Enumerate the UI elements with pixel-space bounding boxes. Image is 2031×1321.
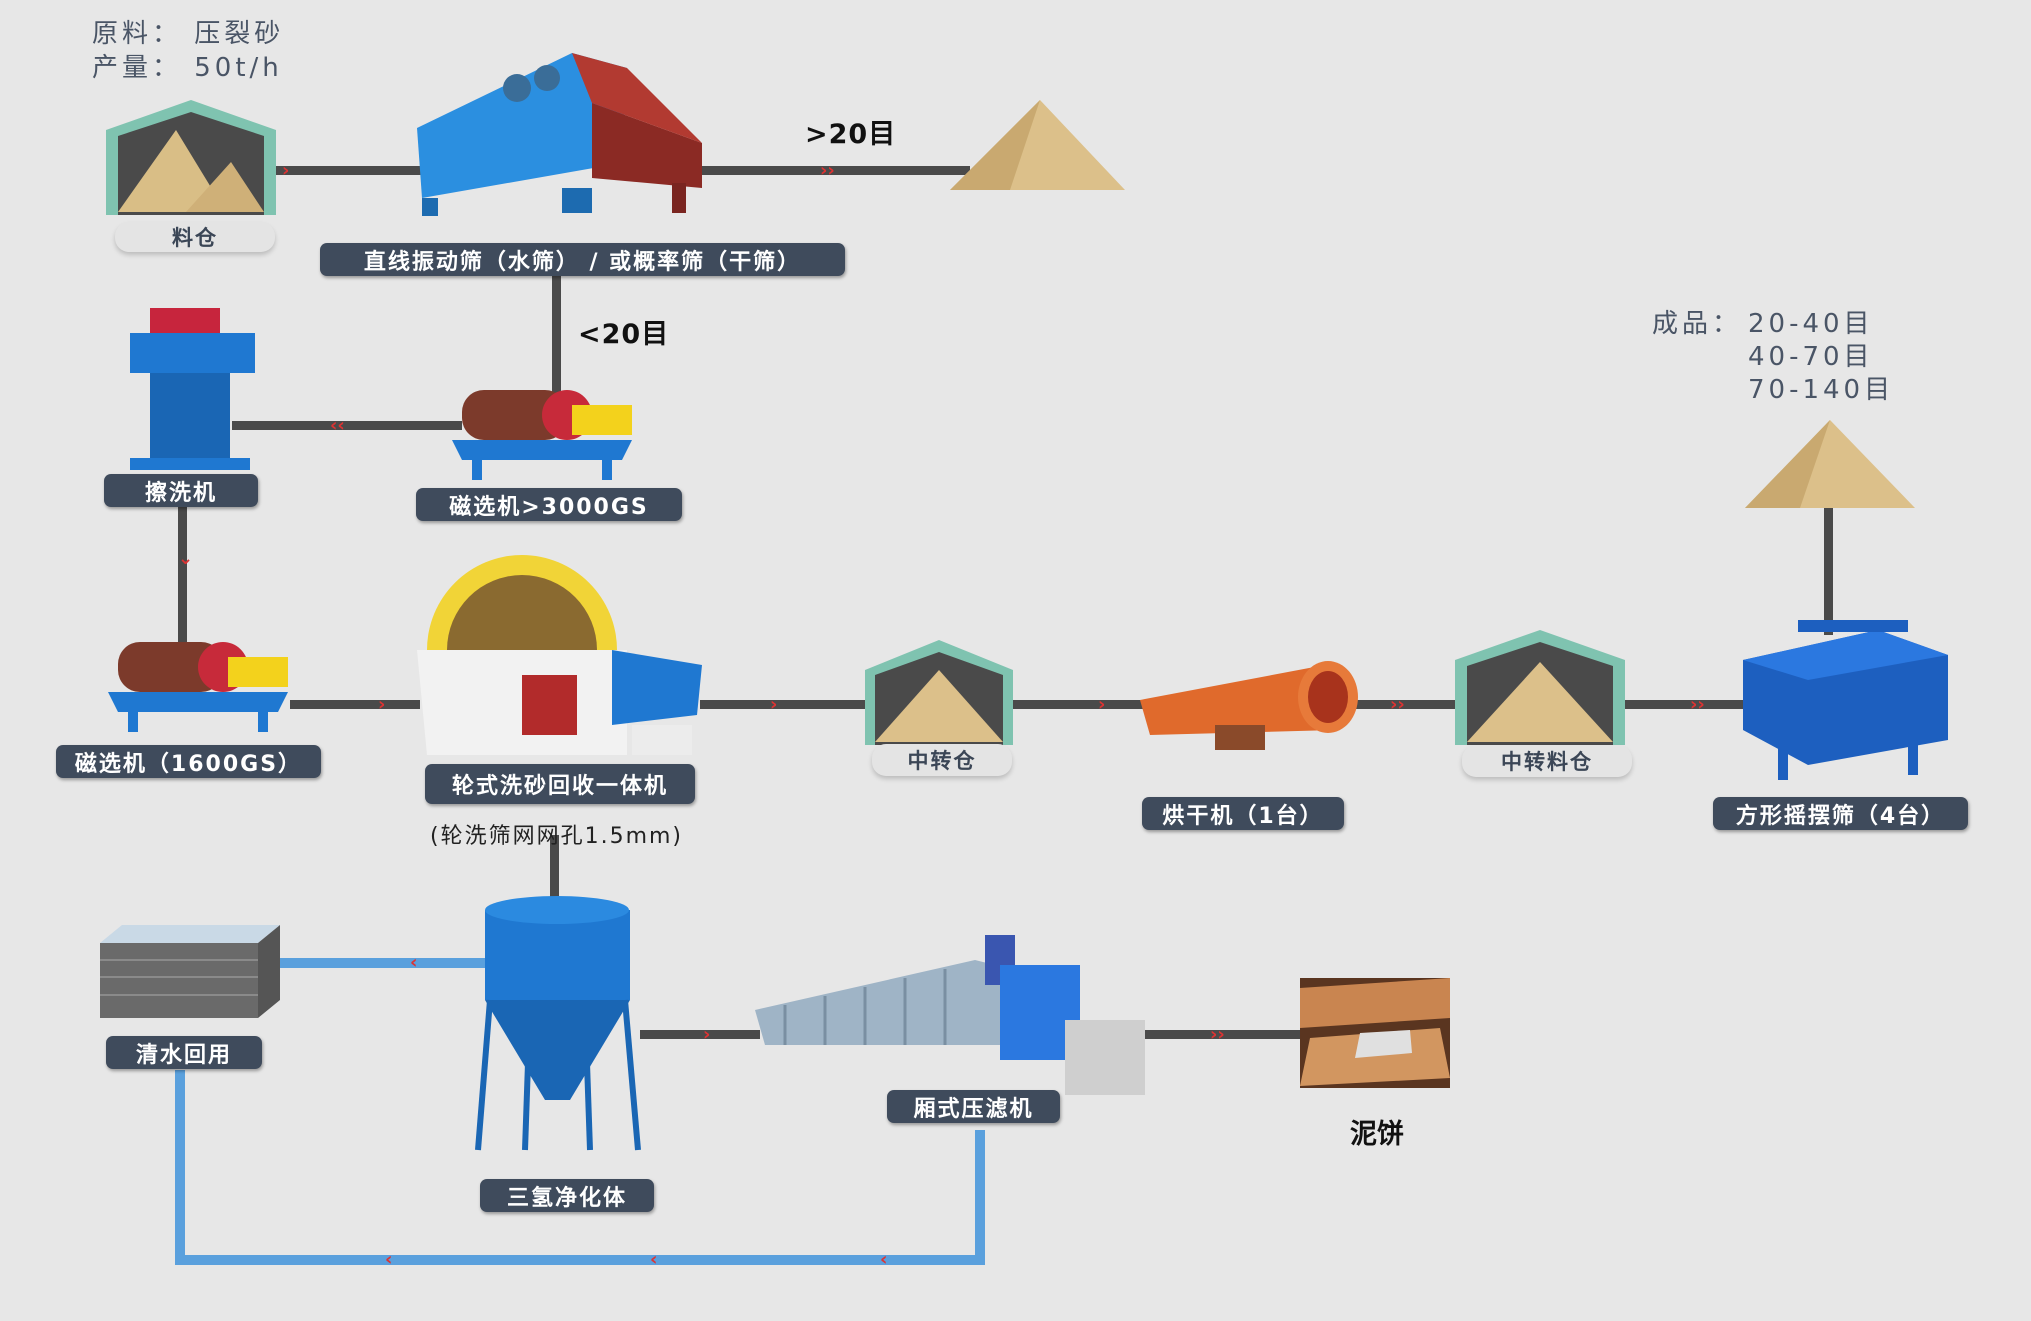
transfer-silo-icon [1455,630,1625,745]
vibrating-screen-icon [412,48,712,218]
water-pipe-tank-down [175,1070,185,1265]
flow-arrow: › [770,696,777,714]
product-size: 70-140目 [1748,374,1894,407]
wheel-washer-note: (轮洗筛网网孔1.5mm) [430,818,683,850]
filter-press-label: 厢式压滤机 [887,1090,1060,1123]
pipe-mag-washer [290,700,420,709]
raw-material-note: 原料： 压裂砂 [92,18,284,51]
pipe-screen-sand [700,166,970,175]
magnetic-separator-low-label: 磁选机（1600GS） [56,745,321,778]
flow-arrow: ›› [820,162,835,180]
square-screen-icon [1738,620,1953,780]
mud-cake-icon [1300,978,1450,1088]
thickener-icon [470,895,645,1155]
flow-arrow: ‹ [880,1251,887,1269]
product-size: 40-70目 [1748,341,1874,374]
water-pipe-thickener-tank [275,958,490,968]
flow-arrow: ›› [1690,696,1705,714]
transfer-bin-icon [865,640,1013,745]
flow-arrow: ‹‹ [330,417,345,435]
flow-arrow: › [1098,696,1105,714]
filter-press-icon [755,930,1150,1105]
dryer-label: 烘干机（1台） [1142,797,1344,830]
flow-arrow: ‹ [410,954,417,972]
scrubber-label: 擦洗机 [104,474,258,507]
silo-label: 料仓 [115,222,275,252]
flow-arrow: › [378,696,385,714]
sand-pile-icon [950,100,1125,195]
flow-arrow: ›› [1390,696,1405,714]
rotary-dryer-icon [1135,655,1360,755]
transfer-silo-label: 中转料仓 [1462,745,1632,777]
pipe-square-product [1824,505,1833,635]
flow-arrow: ⌄ [178,550,193,568]
scrubber-icon [120,308,260,473]
magnetic-separator-high-label: 磁选机>3000GS [416,488,682,521]
pipe-thickener-press [640,1030,760,1039]
pipe-dryer-silo [1355,700,1470,709]
magnetic-separator-icon [108,632,298,732]
thickener-label: 三氢净化体 [480,1179,654,1212]
wheel-sand-washer-icon [412,555,707,760]
capacity-note: 产量： 50t/h [92,52,283,85]
pipe-silo-screen [270,166,435,175]
products-title: 成品： [1652,308,1742,341]
pipe-washer-bin [700,700,870,709]
water-pipe-bottom [175,1255,985,1265]
flow-arrow: › [282,162,289,180]
magnetic-separator-icon [452,380,642,480]
flow-arrow: ‹ [385,1251,392,1269]
water-pipe-press-down [975,1130,985,1265]
flow-arrow: ›› [1210,1026,1225,1044]
flow-arrow: › [703,1026,710,1044]
product-sand-pile-icon [1745,420,1915,515]
flow-arrow: ‹ [650,1251,657,1269]
pipe-mag-scrubber [232,421,462,430]
transfer-bin-label: 中转仓 [872,744,1012,776]
product-size: 20-40目 [1748,308,1874,341]
clean-water-label: 清水回用 [106,1036,262,1069]
undersize-mesh-label: <20目 [578,312,669,351]
oversize-mesh-label: >20目 [805,112,896,151]
mud-cake-label: 泥饼 [1350,1112,1404,1151]
pipe-bin-dryer [1010,700,1150,709]
pipe-silo-square [1625,700,1750,709]
vibrating-screen-label: 直线振动筛（水筛） / 或概率筛（干筛） [320,243,845,276]
silo-icon [106,100,276,215]
square-screen-label: 方形摇摆筛（4台） [1713,797,1968,830]
wheel-washer-label: 轮式洗砂回收一体机 [425,764,695,804]
clean-water-tank-icon [100,925,280,1020]
